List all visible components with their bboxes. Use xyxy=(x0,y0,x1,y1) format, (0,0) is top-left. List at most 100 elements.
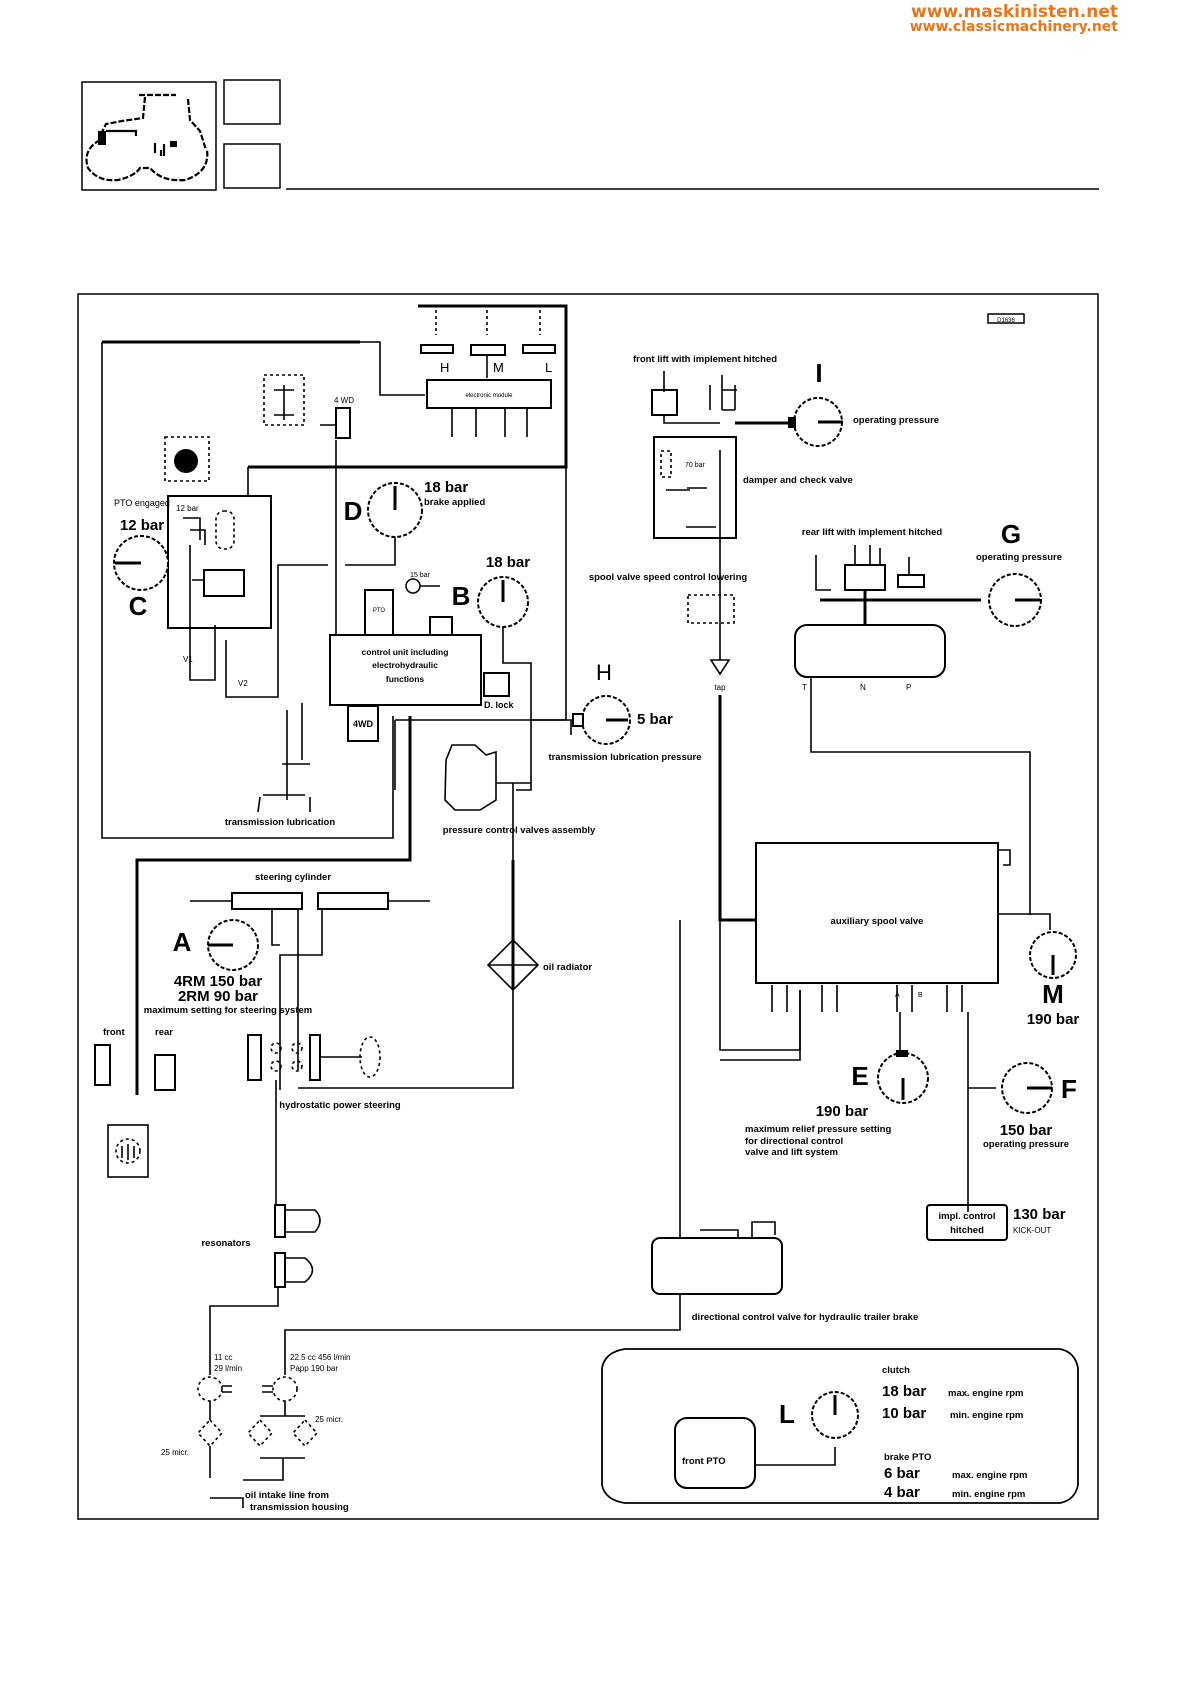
control-unit-line-2: electrohydraulic xyxy=(372,660,438,670)
steering-cylinder-label: steering cylinder xyxy=(255,872,331,883)
pump1-flow: 29 l/min xyxy=(214,1364,242,1373)
difflock-block xyxy=(483,672,510,697)
4wd-valve xyxy=(335,407,351,439)
transmission-lubrication-symbol xyxy=(257,763,311,813)
watermark-classicmachinery: www.classicmachinery.net xyxy=(909,19,1118,35)
gauge-L-letter: L xyxy=(779,1399,795,1429)
pressure-gauge-I xyxy=(788,397,843,447)
oil-intake-label-2: transmission housing xyxy=(250,1502,349,1513)
gauge-C-letter: C xyxy=(129,591,148,621)
gauge-F-desc: operating pressure xyxy=(983,1139,1069,1150)
electronic-module xyxy=(426,379,552,409)
port-T-label: T xyxy=(802,683,807,692)
auxiliary-spool-valve xyxy=(755,842,999,984)
gauge-I-letter: I xyxy=(815,358,822,388)
trailer-brake-valve xyxy=(651,1237,783,1295)
control-unit-line-3: functions xyxy=(386,674,425,684)
spool-speed-control-label: spool valve speed control lowering xyxy=(589,572,748,583)
gauge-H-value: 5 bar xyxy=(637,711,673,728)
gauge-H-desc: transmission lubrication pressure xyxy=(548,752,701,763)
trailer-brake-valve-label: directional control valve for hydraulic … xyxy=(692,1312,919,1323)
filter-left-label: 25 micr. xyxy=(161,1448,189,1457)
front-lift-label: front lift with implement hitched xyxy=(633,354,777,365)
aux-pressure-label: 15 bar xyxy=(410,572,431,579)
filter-right-b xyxy=(291,1418,319,1448)
kickout-value: 130 bar xyxy=(1013,1206,1066,1223)
pto-solenoid-block xyxy=(364,589,394,636)
rear-lift-main-cylinder xyxy=(844,564,886,591)
control-unit-line-1: control unit including xyxy=(362,647,449,657)
pump1-displacement: 11 cc xyxy=(214,1353,233,1362)
resonator-1 xyxy=(274,1204,286,1238)
gauge-D-letter: D xyxy=(344,496,363,526)
electronic-module-label: electronic module xyxy=(465,393,513,399)
gearshift-icon xyxy=(263,374,305,426)
port-P-label: P xyxy=(906,683,911,692)
front-pto-label: front PTO xyxy=(682,1456,726,1467)
gauge-M-value: 190 bar xyxy=(1027,1011,1080,1028)
solenoid-valve-M: M xyxy=(470,310,506,378)
gauge-E-letter: E xyxy=(851,1061,868,1091)
aux-couplers xyxy=(720,985,963,1061)
port-N-label: N xyxy=(860,683,866,692)
solenoid-L-label: L xyxy=(545,360,552,375)
gauge-E-desc-3: valve and lift system xyxy=(745,1147,838,1158)
header-tractor-frame xyxy=(81,81,217,191)
rear-brake-label: rear xyxy=(155,1027,173,1038)
pressure-gauge-C xyxy=(113,535,169,591)
damper-label: damper and check valve xyxy=(743,475,853,486)
pump2-pressure: Papp 190 bar xyxy=(290,1364,338,1373)
pressure-gauge-H xyxy=(572,695,631,745)
gauge-A-line-1: 4RM 150 bar xyxy=(174,973,263,990)
pipe-left-loop xyxy=(101,342,394,839)
solenoid-M-label: M xyxy=(493,360,504,375)
control-unit xyxy=(329,634,482,706)
lift-control-valve xyxy=(794,624,946,678)
gauge-C-value: 12 bar xyxy=(120,517,164,534)
impl-control-block xyxy=(926,1204,1008,1241)
gauge-G-desc: operating pressure xyxy=(976,552,1062,563)
front-brake-label: front xyxy=(103,1027,125,1038)
pressure-gauge-A xyxy=(207,919,259,971)
steering-cylinder-left xyxy=(231,892,303,910)
gauge-D-desc: brake applied xyxy=(424,497,485,508)
brake-min-value: 4 bar xyxy=(884,1484,920,1501)
gauge-F-value: 150 bar xyxy=(1000,1122,1053,1139)
watermark-maskinisten: www.maskinisten.net xyxy=(911,2,1118,22)
impl-control-label-2: hitched xyxy=(950,1225,984,1236)
pressure-gauge-B xyxy=(477,576,529,628)
difflock-label: D. lock xyxy=(484,700,515,710)
tractor-icon xyxy=(85,93,209,182)
diagram-frame xyxy=(77,293,1099,1520)
gauge-B-value: 18 bar xyxy=(486,554,530,571)
solenoid-valve-H: H xyxy=(420,310,454,375)
damper-pressure-label: 70 bar xyxy=(685,462,706,469)
pressure-gauge-L xyxy=(811,1391,859,1439)
pto-inner-pressure: 12 bar xyxy=(176,504,199,513)
auxiliary-spool-valve-label: auxiliary spool valve xyxy=(831,916,924,927)
pressure-gauge-M xyxy=(1029,931,1077,979)
4wd-valve-label: 4 WD xyxy=(334,396,354,405)
tap-label: tap xyxy=(714,683,726,692)
filter-left xyxy=(196,1418,224,1448)
clutch-min-value: 10 bar xyxy=(882,1405,926,1422)
transmission-lubrication-label: transmission lubrication xyxy=(225,817,336,828)
gauge-G-letter: G xyxy=(1001,519,1021,549)
resonator-2 xyxy=(274,1252,286,1288)
gauge-D-value: 18 bar xyxy=(424,479,468,496)
gauge-A-letter: A xyxy=(173,927,192,957)
gauge-E-desc-2: for directional control xyxy=(745,1136,843,1147)
rear-lift-label: rear lift with implement hitched xyxy=(802,527,943,538)
gauge-A-line-2: 2RM 90 bar xyxy=(178,988,258,1005)
pto-solenoid-label: PTO xyxy=(373,608,386,614)
resonators-label: resonators xyxy=(201,1238,250,1249)
filter-right-a xyxy=(246,1418,274,1448)
pto-switch-icon xyxy=(164,436,210,482)
rear-brake-pedal xyxy=(154,1054,176,1091)
pressure-gauge-D xyxy=(367,482,423,538)
clutch-max-value: 18 bar xyxy=(882,1383,926,1400)
front-brake-pedal xyxy=(94,1044,111,1086)
4wd-block-label: 4WD xyxy=(353,719,374,729)
v1-label: V1 xyxy=(183,655,193,664)
